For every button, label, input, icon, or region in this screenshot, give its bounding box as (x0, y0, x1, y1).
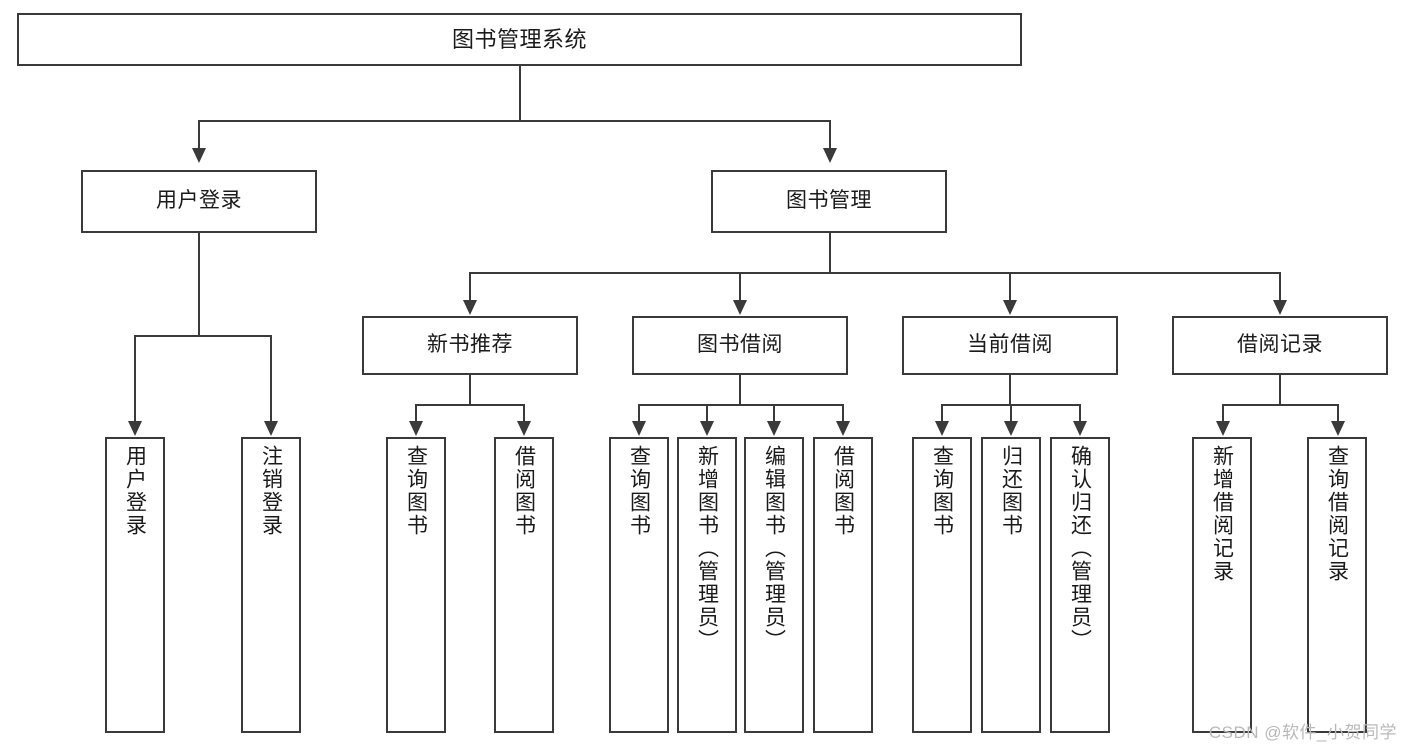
node-book-management[interactable]: 图书管理 (711, 170, 947, 233)
leaf-query-book-bb[interactable]: 查询图书 (609, 437, 669, 733)
connector-book-management-stem (829, 233, 831, 272)
leaf-logout[interactable]: 注销登录 (241, 437, 301, 733)
connector-bb-to-leaf-0 (638, 404, 640, 421)
connector-user-login-bus (134, 335, 271, 337)
connector-br-to-leaf-0 (1222, 404, 1224, 421)
arrow-bm-to-records (1273, 300, 1287, 315)
leaf-query-book-nbr[interactable]: 查询图书 (386, 437, 446, 733)
connector-cb-stem (1009, 375, 1011, 404)
arrow-br-to-leaf-0 (1216, 421, 1230, 436)
leaf-user-login[interactable]: 用户登录 (105, 437, 165, 733)
connector-root-to-book-management (829, 120, 831, 148)
node-label: 编辑图书（管理员） (762, 445, 786, 652)
node-label: 查询图书 (627, 445, 651, 537)
arrow-bb-to-leaf-0 (632, 421, 646, 436)
arrow-root-to-user-login (192, 148, 206, 163)
arrow-nbr-to-leaf-0 (409, 421, 423, 436)
connector-nbr-bus (415, 404, 525, 406)
connector-cb-to-leaf-1 (1010, 404, 1012, 421)
arrow-bb-to-leaf-3 (836, 421, 850, 436)
connector-cb-to-leaf-2 (1079, 404, 1081, 421)
leaf-query-book-cb[interactable]: 查询图书 (912, 437, 972, 733)
connector-bb-stem (739, 375, 741, 404)
node-label: 当前借阅 (967, 333, 1053, 357)
node-user-login[interactable]: 用户登录 (81, 170, 317, 233)
connector-user-login-stem (198, 233, 200, 335)
node-book-borrow[interactable]: 图书借阅 (632, 316, 848, 375)
node-label: 新增图书（管理员） (695, 445, 719, 652)
node-label: 用户登录 (123, 445, 147, 537)
connector-user-login-to-leaf-0 (134, 335, 136, 421)
arrow-bb-to-leaf-1 (700, 421, 714, 436)
arrow-bm-to-current-borrow (1003, 300, 1017, 315)
leaf-confirm-return-admin[interactable]: 确认归还（管理员） (1050, 437, 1110, 733)
connector-br-stem (1279, 375, 1281, 404)
node-label: 借阅记录 (1237, 333, 1323, 357)
node-label: 图书管理系统 (451, 26, 587, 52)
node-new-book-recommend[interactable]: 新书推荐 (362, 316, 578, 375)
leaf-borrow-book-bb[interactable]: 借阅图书 (813, 437, 873, 733)
connector-bm-to-current-borrow (1009, 272, 1011, 300)
arrow-cb-to-leaf-2 (1073, 421, 1087, 436)
leaf-edit-book-admin[interactable]: 编辑图书（管理员） (744, 437, 804, 733)
connector-root-stem (519, 66, 521, 120)
connector-book-management-bus (469, 272, 1281, 274)
connector-cb-to-leaf-0 (941, 404, 943, 421)
connector-nbr-to-leaf-1 (523, 404, 525, 421)
connector-bm-to-borrow (739, 272, 741, 300)
node-label: 归还图书 (999, 445, 1023, 537)
connector-nbr-stem (469, 375, 471, 404)
node-label: 查询图书 (404, 445, 428, 537)
node-current-borrow[interactable]: 当前借阅 (902, 316, 1118, 375)
connector-root-bus (198, 120, 831, 122)
node-borrow-records[interactable]: 借阅记录 (1172, 316, 1388, 375)
connector-nbr-to-leaf-0 (415, 404, 417, 421)
node-root-book-management-system[interactable]: 图书管理系统 (17, 13, 1022, 66)
leaf-query-borrow-record[interactable]: 查询借阅记录 (1307, 437, 1367, 733)
arrow-root-to-book-management (823, 148, 837, 163)
node-label: 确认归还（管理员） (1068, 445, 1092, 652)
node-label: 用户登录 (156, 189, 242, 213)
arrow-nbr-to-leaf-1 (517, 421, 531, 436)
arrow-user-login-to-leaf-0 (128, 421, 142, 436)
node-label: 查询图书 (930, 445, 954, 537)
connector-bb-to-leaf-1 (706, 404, 708, 421)
leaf-add-borrow-record[interactable]: 新增借阅记录 (1192, 437, 1252, 733)
arrow-bm-to-borrow (733, 300, 747, 315)
node-label: 注销登录 (259, 445, 283, 537)
node-label: 新增借阅记录 (1210, 445, 1234, 583)
arrow-bm-to-new-book (463, 300, 477, 315)
node-label: 图书管理 (786, 189, 872, 213)
connector-root-to-user-login (198, 120, 200, 148)
node-label: 借阅图书 (512, 445, 536, 537)
connector-bb-to-leaf-3 (842, 404, 844, 421)
leaf-return-book[interactable]: 归还图书 (981, 437, 1041, 733)
connector-user-login-to-leaf-1 (270, 335, 272, 421)
connector-br-bus (1222, 404, 1339, 406)
arrow-cb-to-leaf-0 (935, 421, 949, 436)
arrow-bb-to-leaf-2 (767, 421, 781, 436)
connector-bm-to-new-book (469, 272, 471, 300)
leaf-borrow-book-nbr[interactable]: 借阅图书 (494, 437, 554, 733)
arrow-cb-to-leaf-1 (1004, 421, 1018, 436)
leaf-add-book-admin[interactable]: 新增图书（管理员） (677, 437, 737, 733)
node-label: 新书推荐 (427, 333, 513, 357)
arrow-br-to-leaf-1 (1331, 421, 1345, 436)
node-label: 图书借阅 (697, 333, 783, 357)
arrow-user-login-to-leaf-1 (264, 421, 278, 436)
connector-bb-bus (638, 404, 844, 406)
node-label: 查询借阅记录 (1325, 445, 1349, 583)
connector-br-to-leaf-1 (1337, 404, 1339, 421)
node-label: 借阅图书 (831, 445, 855, 537)
connector-bb-to-leaf-2 (773, 404, 775, 421)
connector-bm-to-records (1279, 272, 1281, 300)
